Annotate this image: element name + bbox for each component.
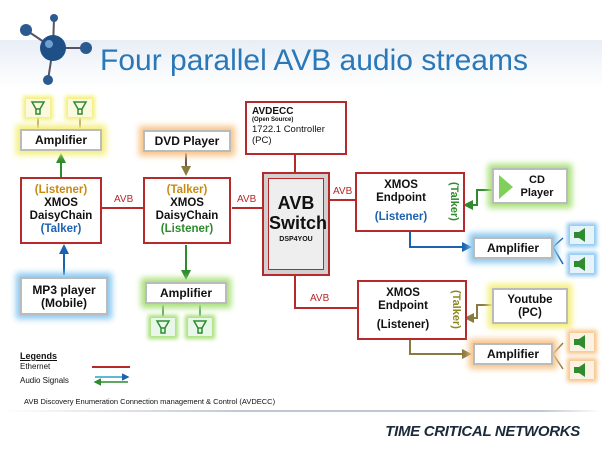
- endpoint-type: Endpoint: [378, 300, 428, 312]
- endpoint-type: Endpoint: [376, 192, 426, 204]
- role-talker: (Talker): [448, 182, 460, 221]
- avdecc-line4: (PC): [252, 135, 272, 146]
- avdecc-controller: AVDECC (Open Source) 1722.1 Controller (…: [245, 101, 347, 155]
- amplifier-right-2: Amplifier: [473, 343, 553, 365]
- title-band: [0, 40, 602, 90]
- legend-title: Legends: [20, 351, 58, 361]
- role-listener: (Listener): [160, 223, 214, 235]
- amplifier-top: Amplifier: [20, 129, 102, 151]
- mp3-line2: (Mobile): [41, 296, 87, 310]
- play-icon: [499, 175, 513, 199]
- youtube-line1: Youtube: [507, 294, 553, 306]
- switch-subtitle: Switch: [269, 213, 328, 233]
- legend-ethernet: Ethernet: [20, 362, 51, 371]
- speaker-icon: [68, 99, 92, 117]
- role-talker: (Talker): [450, 290, 462, 329]
- role-talker: (Talker): [166, 184, 208, 196]
- xmos-endpoint-2: XMOS Endpoint (Listener) (Talker): [357, 280, 467, 340]
- amplifier-label: Amplifier: [159, 286, 212, 300]
- youtube-line2: (PC): [518, 307, 542, 319]
- switch-title: AVB: [277, 193, 315, 213]
- amplifier-label: Amplifier: [486, 241, 539, 255]
- xmos-endpoint-1: XMOS Endpoint (Listener) (Talker): [355, 172, 465, 232]
- youtube-pc: Youtube (PC): [492, 288, 568, 324]
- avdecc-title: AVDECC: [252, 106, 294, 117]
- avdecc-subtitle: (Open Source): [252, 117, 294, 123]
- dvd-player: DVD Player: [143, 130, 231, 152]
- speaker-icon: [570, 255, 594, 273]
- role-listener: (Listener): [376, 319, 430, 331]
- mp3-line1: MP3 player: [32, 283, 96, 297]
- xmos-daisychain-mid: (Talker) XMOS DaisyChain (Listener): [143, 177, 231, 244]
- node-type: DaisyChain: [155, 210, 219, 222]
- molecule-logo-icon: [20, 14, 92, 85]
- speaker-icon: [188, 318, 212, 336]
- avb-link-label: AVB: [310, 293, 330, 304]
- speaker-icon: [151, 318, 175, 336]
- avb-switch: AVB Switch DSP4YOU: [262, 172, 330, 276]
- brand-logo: TIME CRITICAL NETWORKS: [385, 423, 580, 440]
- role-listener: (Listener): [374, 211, 428, 223]
- amplifier-label: Amplifier: [486, 347, 539, 361]
- speaker-icon: [570, 226, 594, 244]
- node-type: DaisyChain: [29, 210, 93, 222]
- speaker-icon: [570, 361, 594, 379]
- avb-link-label: AVB: [237, 194, 257, 205]
- avb-link-label: AVB: [333, 186, 353, 197]
- page-title: Four parallel AVB audio streams: [100, 44, 528, 77]
- endpoint-name: XMOS: [386, 287, 420, 299]
- node-name: XMOS: [170, 197, 204, 209]
- amplifier-right-1: Amplifier: [473, 237, 553, 259]
- switch-vendor: DSP4YOU: [279, 236, 313, 243]
- endpoint-name: XMOS: [384, 179, 418, 191]
- speaker-icon: [570, 333, 594, 351]
- cd-player: CD Player: [492, 168, 568, 204]
- amplifier-bottom: Amplifier: [145, 282, 227, 304]
- amplifier-label: Amplifier: [34, 133, 87, 147]
- node-name: XMOS: [44, 197, 78, 209]
- footnote: AVB Discovery Enumeration Connection man…: [24, 397, 276, 406]
- mp3-player: MP3 player (Mobile): [20, 277, 108, 315]
- legend-audio: Audio Signals: [20, 376, 69, 385]
- footer-divider: [0, 410, 602, 412]
- role-listener: (Listener): [34, 184, 88, 196]
- avdecc-line3: 1722.1 Controller: [252, 124, 325, 135]
- role-talker: (Talker): [40, 223, 82, 235]
- speaker-icon: [26, 99, 50, 117]
- cd-line1: CD: [529, 174, 545, 186]
- avb-link-label: AVB: [114, 194, 134, 205]
- cd-line2: Player: [520, 187, 554, 199]
- dvd-label: DVD Player: [154, 134, 220, 148]
- xmos-daisychain-left: (Listener) XMOS DaisyChain (Talker): [20, 177, 102, 244]
